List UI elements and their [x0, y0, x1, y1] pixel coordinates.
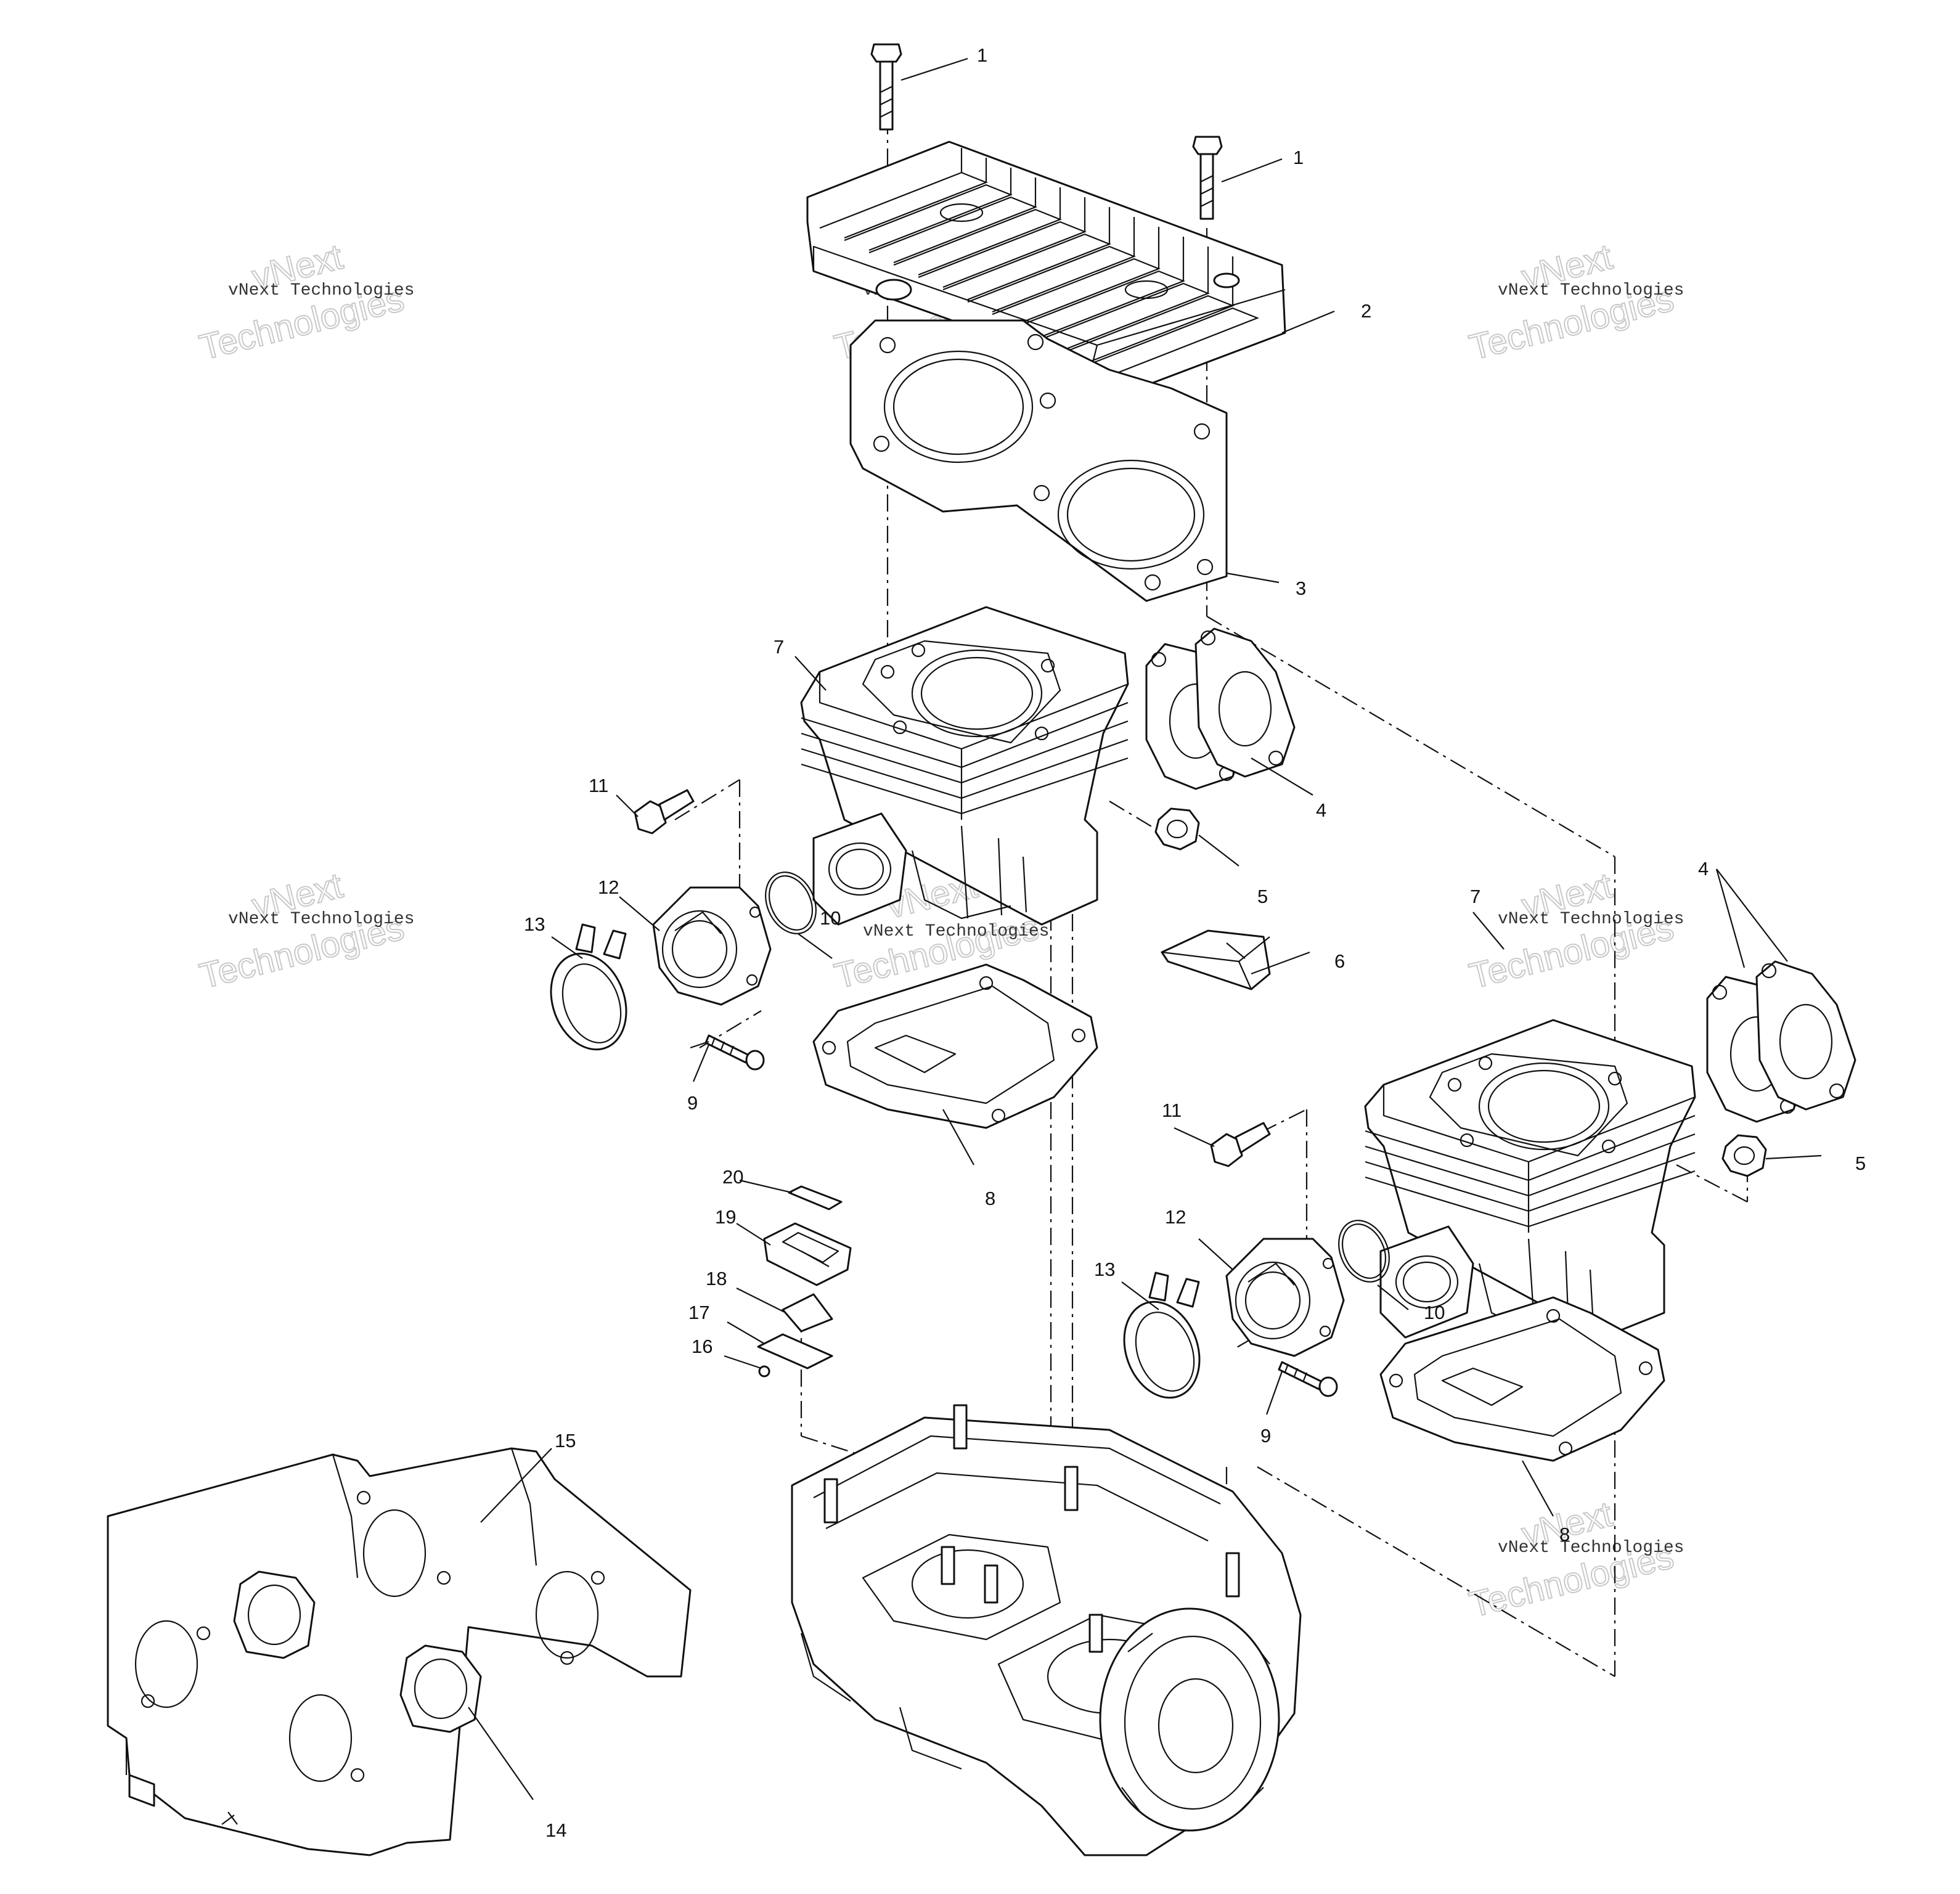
- reed-petal: [782, 1293, 833, 1333]
- reed-stop-plate: [757, 1333, 833, 1369]
- cap-screw-right: [1210, 1122, 1271, 1167]
- callout-12: 12: [1165, 1206, 1186, 1228]
- callout-7: 7: [1470, 886, 1480, 907]
- exhaust-manifold-gasket: [233, 1570, 482, 1733]
- head-bolt-right: [1192, 136, 1223, 220]
- callout-11: 11: [589, 775, 608, 796]
- base-gasket-left: [812, 963, 1098, 1129]
- callout-9: 9: [687, 1092, 698, 1114]
- o-ring-right: [1338, 1220, 1390, 1283]
- callout-10: 10: [1424, 1302, 1445, 1323]
- callout-labels: 1 1 2 3 4 4 5 5 6 7 7 8 8 9 9 10 10 11 1…: [524, 44, 1866, 1841]
- callout-10: 10: [820, 907, 841, 929]
- callout-9: 9: [1260, 1425, 1271, 1447]
- cylinder-head: [806, 141, 1286, 386]
- callout-2: 2: [1361, 300, 1371, 322]
- cap-screw-left: [634, 789, 695, 835]
- callout-14: 14: [545, 1819, 566, 1841]
- callout-13: 13: [524, 913, 545, 935]
- base-gasket-right: [1379, 1296, 1665, 1462]
- cylinder-left: [800, 606, 1129, 926]
- o-ring-left: [765, 871, 817, 934]
- callout-8: 8: [985, 1188, 995, 1209]
- watermark-company: vNext Technologies: [228, 910, 414, 929]
- flange-nut-right: [1721, 1134, 1767, 1177]
- callout-4: 4: [1316, 799, 1326, 821]
- callout-6: 6: [1334, 950, 1345, 972]
- watermark-company: vNext Technologies: [1498, 910, 1684, 929]
- callout-8: 8: [1559, 1524, 1570, 1545]
- callout-15: 15: [555, 1430, 576, 1451]
- intake-manifold-right: [1225, 1238, 1345, 1357]
- callout-11: 11: [1162, 1100, 1182, 1121]
- callout-4: 4: [1698, 858, 1709, 880]
- cylinder-right: [1364, 1019, 1696, 1339]
- hose-clamp-left: [550, 923, 627, 1051]
- callout-13: 13: [1094, 1259, 1115, 1280]
- reed-valve-stack: [757, 1185, 852, 1378]
- callout-1: 1: [1293, 147, 1304, 168]
- head-gasket: [849, 319, 1228, 602]
- callout-12: 12: [598, 876, 619, 898]
- hose-clamp-right: [1123, 1272, 1201, 1399]
- exhaust-gasket-right-pair: [1706, 960, 1856, 1123]
- watermark-company: vNext Technologies: [863, 922, 1049, 941]
- callout-19: 19: [715, 1206, 736, 1228]
- intake-manifold-left: [652, 886, 772, 1006]
- callout-5: 5: [1257, 886, 1268, 907]
- head-bolt-left: [870, 43, 902, 131]
- callout-17: 17: [688, 1302, 709, 1323]
- exhaust-heat-shield: [107, 1447, 692, 1856]
- flange-nut-left: [1154, 807, 1200, 851]
- mounting-screw-right: [1278, 1361, 1338, 1397]
- callout-7: 7: [774, 636, 784, 658]
- callout-3: 3: [1296, 578, 1306, 599]
- callout-16: 16: [692, 1336, 713, 1357]
- crankcase: [791, 1404, 1302, 1856]
- reed-stop-pin: [788, 1185, 843, 1210]
- watermark-company: vNext Technologies: [1498, 281, 1684, 300]
- deflector-block: [1161, 929, 1271, 990]
- reed-screw: [758, 1365, 770, 1378]
- mounting-screw-left: [704, 1034, 765, 1071]
- callout-18: 18: [706, 1268, 727, 1289]
- exhaust-gasket-left-pair: [1145, 627, 1296, 790]
- callout-5: 5: [1855, 1153, 1866, 1174]
- callout-1: 1: [977, 44, 987, 66]
- watermark-company: vNext Technologies: [1498, 1538, 1684, 1557]
- watermark-company: vNext Technologies: [228, 281, 414, 300]
- callout-20: 20: [722, 1166, 743, 1188]
- callout-leaders: [468, 57, 1822, 1800]
